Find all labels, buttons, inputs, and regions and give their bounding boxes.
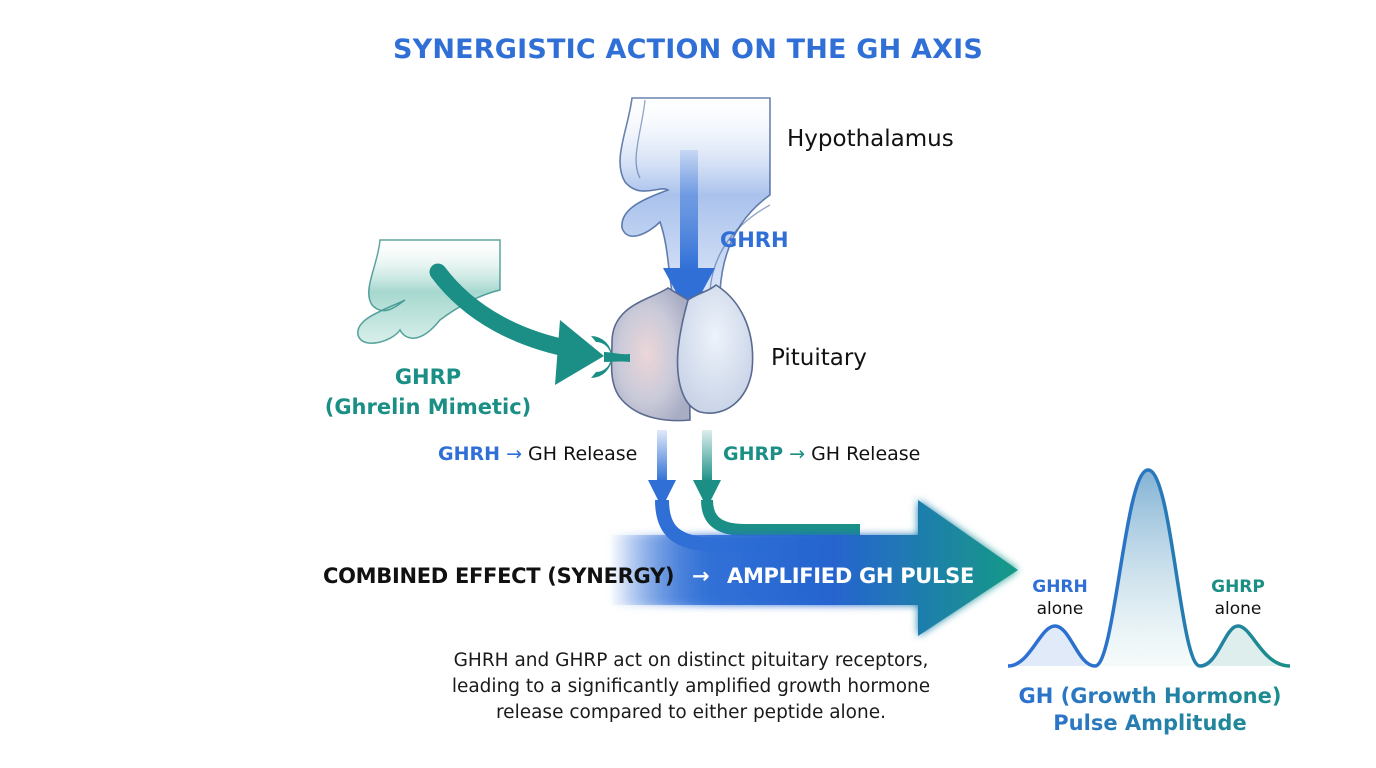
- amplified-pulse-label: AMPLIFIED GH PULSE: [727, 564, 975, 588]
- ghrp-alone-label: GHRP alone: [1198, 576, 1278, 620]
- ghrp-tissue-illustration: [357, 239, 501, 344]
- ghrp-name: GHRP: [394, 365, 462, 389]
- ghrp-release-text: GH Release: [811, 443, 921, 465]
- receptor-icon: [591, 336, 612, 378]
- diagram-title: SYNERGISTIC ACTION ON THE GH AXIS: [392, 34, 984, 65]
- ghrh-release-label: GHRH → GH Release: [438, 443, 637, 465]
- pulse-curve: [1007, 468, 1291, 668]
- ghrp-label: GHRP (Ghrelin Mimetic): [300, 362, 556, 422]
- ghrp-release-arrow-icon: →: [789, 443, 806, 465]
- combined-arrow-icon: →: [692, 564, 710, 588]
- combined-peak: [1095, 470, 1200, 666]
- ghrp-arrow: [429, 263, 604, 385]
- pulse-caption-line1: GH (Growth Hormone): [1018, 684, 1282, 708]
- ghrp-alone-abbr: GHRP: [1211, 577, 1265, 597]
- combined-effect-arrow: [610, 500, 1018, 636]
- ghrp-alone-suffix: alone: [1214, 599, 1262, 619]
- ghrh-alone-suffix: alone: [1036, 599, 1084, 619]
- ghrp-release-abbr: GHRP: [723, 443, 784, 465]
- pituitary-illustration: [591, 284, 754, 422]
- ghrh-label: GHRH: [720, 228, 789, 252]
- hypothalamus-label: Hypothalamus: [787, 126, 954, 152]
- pulse-chart-caption: GH (Growth Hormone) Pulse Amplitude: [1000, 683, 1300, 737]
- ghrp-release-label: GHRP → GH Release: [723, 443, 920, 465]
- ghrh-arrow: [663, 150, 715, 316]
- ghrp-subtitle: (Ghrelin Mimetic): [324, 395, 532, 419]
- pulse-caption-line2: Pulse Amplitude: [1053, 711, 1247, 735]
- ghrh-release-arrow-icon: →: [506, 443, 522, 465]
- description-text: GHRH and GHRP act on distinct pituitary …: [400, 648, 982, 726]
- description-line: release compared to either peptide alone…: [495, 702, 886, 723]
- pulse-amplitude-chart: [1007, 468, 1291, 668]
- combined-effect-label: COMBINED EFFECT (SYNERGY): [323, 564, 675, 588]
- description-line: leading to a significantly amplified gro…: [451, 676, 931, 697]
- description-line: GHRH and GHRP act on distinct pituitary …: [453, 650, 929, 671]
- ghrh-release-text: GH Release: [528, 443, 638, 465]
- ghrh-release-abbr: GHRH: [438, 443, 501, 465]
- ghrh-alone-label: GHRH alone: [1020, 576, 1100, 620]
- pituitary-label: Pituitary: [771, 345, 867, 371]
- ghrh-alone-abbr: GHRH: [1032, 577, 1088, 597]
- ghrh-alone-peak: [1008, 626, 1095, 666]
